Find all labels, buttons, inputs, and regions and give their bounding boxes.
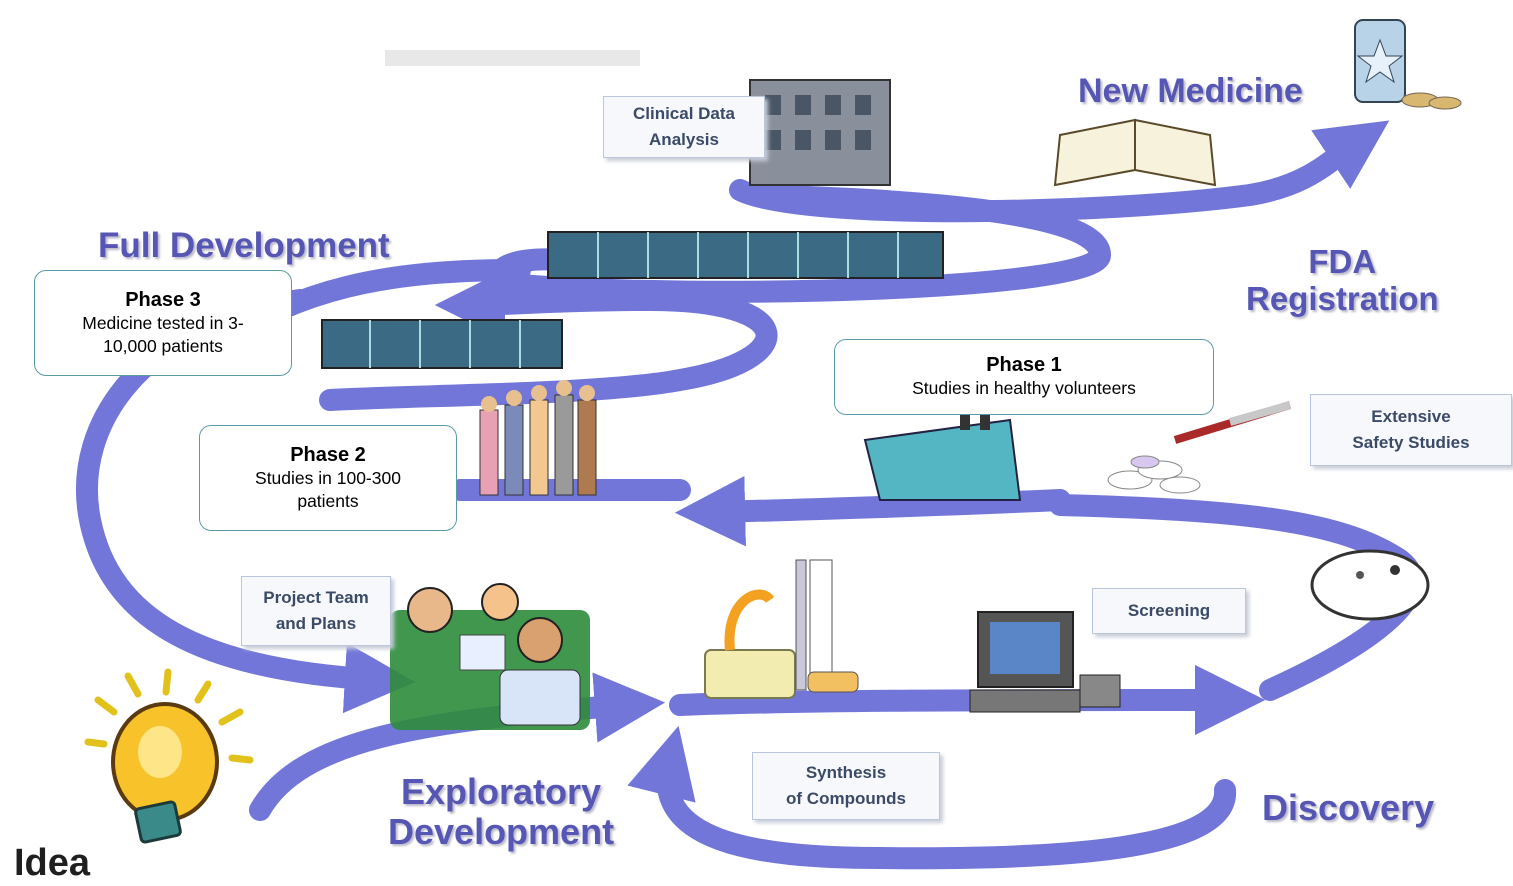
phase-2-description-line1: Studies in 100-300 [255, 467, 401, 488]
factory-illustration [863, 408, 1022, 501]
tag-synthesis-line1: Synthesis [805, 762, 887, 782]
callout-phase-3: Phase 3 Medicine tested in 3- 10,000 pat… [34, 270, 292, 376]
phase-1-description: Studies in healthy volunteers [912, 378, 1136, 399]
tag-extensive-safety-studies: Extensive Safety Studies [1310, 394, 1512, 466]
arrow-fda [729, 120, 1390, 223]
phase-3-description-line2: 10,000 patients [103, 335, 223, 356]
tag-clinical-data-analysis: Clinical Data Analysis [603, 96, 765, 158]
stage-fda-line2: Registration [1246, 279, 1439, 317]
tag-project-team: Project Team and Plans [241, 576, 391, 646]
arrow-synthesis-loop [627, 725, 1236, 870]
arrow-phase2-loop [319, 269, 778, 411]
open-book-illustration [1053, 118, 1217, 187]
tag-clinical-line2: Analysis [649, 130, 719, 149]
computer-illustration [969, 611, 1121, 713]
lab-rat-illustration [1310, 549, 1430, 621]
project-team-illustration [390, 583, 590, 730]
tag-clinical-line1: Clinical Data [632, 103, 736, 123]
faded-header-fragment [385, 50, 640, 66]
stage-fda-registration: FDA Registration [1246, 243, 1439, 318]
tag-synthesis-line2: of Compounds [786, 789, 906, 808]
callout-phase-2: Phase 2 Studies in 100-300 patients [199, 425, 457, 531]
building-illustration [749, 79, 891, 186]
stage-fda-line1: FDA [1308, 243, 1377, 280]
lightbulb-icon [84, 668, 254, 844]
stage-exploratory-development: Exploratory Development [388, 771, 615, 853]
stage-full-development: Full Development [98, 226, 390, 265]
stage-exploratory-line2: Development [388, 811, 615, 853]
tag-safety-line2: Safety Studies [1352, 433, 1470, 452]
arrow-discovery-line [669, 664, 1266, 736]
phase-2-description-line2: patients [297, 490, 359, 511]
phase-3-description-line1: Medicine tested in 3- [82, 312, 244, 333]
lab-apparatus-illustration [704, 559, 859, 699]
stage-discovery: Discovery [1262, 787, 1435, 828]
tag-project-line2: and Plans [275, 614, 357, 633]
stage-exploratory-line1: Exploratory [401, 771, 602, 812]
volunteers-illustration [479, 380, 597, 496]
tag-safety-line1: Extensive [1371, 406, 1451, 426]
stage-idea: Idea [14, 842, 91, 884]
pills-and-syringe-illustration [1107, 401, 1292, 494]
stage-new-medicine: New Medicine [1078, 72, 1303, 110]
tag-synthesis-of-compounds: Synthesis of Compounds [752, 752, 940, 820]
tag-project-line1: Project Team [263, 587, 369, 607]
medicine-bottle-icon [1354, 19, 1462, 110]
arrow-to-phase1 [674, 476, 1071, 547]
tag-screening-line: Screening [1127, 600, 1211, 620]
tag-screening: Screening [1092, 588, 1246, 634]
phase-1-title: Phase 1 [986, 354, 1062, 377]
phase-3-title: Phase 3 [125, 288, 201, 311]
callout-phase-1: Phase 1 Studies in healthy volunteers [834, 339, 1214, 415]
phase-2-title: Phase 2 [290, 443, 366, 466]
hospital-beds-illustration [321, 231, 944, 369]
